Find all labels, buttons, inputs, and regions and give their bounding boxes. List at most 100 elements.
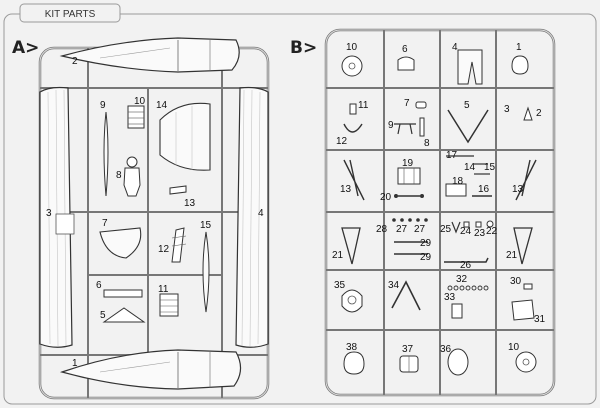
part-number: 29 (420, 238, 432, 249)
part-number: 1 (72, 358, 78, 369)
part-number: 2 (536, 108, 542, 119)
part-b26-rod (444, 257, 489, 263)
part-number: 4 (452, 42, 458, 53)
part-b12-clip (343, 123, 363, 133)
part-a13-bracket (169, 185, 187, 195)
part-number: 13 (184, 198, 196, 209)
part-number: 3 (46, 208, 52, 219)
part-number: 15 (484, 162, 496, 173)
part-b27-28-small-pegs (392, 218, 428, 222)
part-number: 5 (100, 310, 106, 321)
part-number: 11 (358, 100, 369, 111)
part-number: 38 (346, 342, 358, 353)
part-b6-cap (397, 56, 415, 71)
part-number: 26 (460, 260, 472, 271)
part-b10-wheel-2 (515, 351, 537, 373)
part-number: 32 (456, 274, 468, 285)
part-b36-egg (447, 348, 469, 376)
part-number: 28 (376, 224, 388, 235)
part-number: 8 (424, 138, 430, 149)
part-number: 24 (460, 226, 472, 237)
part-number: 10 (134, 96, 146, 107)
part-number: 16 (478, 184, 490, 195)
part-b8-rod (419, 117, 425, 137)
part-b13-strut-2 (515, 159, 537, 201)
part-b18-bracket (445, 183, 467, 197)
part-number: 12 (336, 136, 348, 147)
part-a14-panel (159, 102, 211, 171)
part-number: 13 (340, 184, 352, 195)
part-b9-stand (394, 123, 416, 135)
part-b19-frame (397, 167, 421, 185)
part-a8-pilot-body (123, 167, 141, 197)
part-number: 27 (396, 224, 408, 235)
sprue-a: A> (12, 37, 270, 400)
part-number: 13 (512, 184, 524, 195)
part-number: 8 (116, 170, 122, 181)
part-a1-fuselage-half (59, 349, 242, 390)
part-number: 6 (96, 280, 102, 291)
part-b13-strut (343, 159, 365, 201)
part-a7-seat (99, 227, 142, 259)
part-a4-wing (235, 86, 269, 348)
part-b31-panel (511, 299, 535, 321)
page-title: KIT PARTS (45, 9, 96, 20)
part-number: 7 (404, 98, 410, 109)
part-number: 3 (504, 104, 510, 115)
part-a2-fuselage-half (59, 37, 240, 73)
part-number: 14 (156, 100, 168, 111)
part-number: 27 (414, 224, 426, 235)
part-number: 6 (402, 44, 408, 55)
part-number: 15 (200, 220, 212, 231)
part-number: 25 (440, 224, 452, 235)
part-number: 9 (388, 120, 394, 131)
part-a8-pilot-head (126, 156, 138, 168)
part-b21-strut (341, 227, 361, 265)
part-a15-propeller (202, 231, 210, 313)
part-b21-strut-2 (513, 227, 533, 265)
part-b33-block (451, 303, 463, 319)
part-number: 33 (444, 292, 456, 303)
part-b11-peg (349, 103, 357, 115)
part-b23-peg (475, 221, 482, 228)
part-b38-bulb (343, 351, 365, 375)
part-b32-chain (447, 285, 489, 291)
part-number: 31 (534, 314, 546, 325)
sprue-b-label: B> (290, 38, 317, 58)
part-number: 9 (100, 100, 106, 111)
part-number: 2 (72, 56, 78, 67)
part-b25-fork (451, 221, 461, 234)
part-b10-wheel (341, 55, 363, 77)
part-number: 17 (446, 150, 458, 161)
part-a11-grille (159, 293, 179, 317)
part-number: 14 (464, 162, 476, 173)
part-number: 19 (402, 158, 414, 169)
part-number: 30 (510, 276, 522, 287)
part-a10-grille (127, 105, 145, 129)
part-a6-panel (103, 289, 143, 298)
part-number: 5 (464, 100, 470, 111)
part-b35-cowl (341, 289, 363, 313)
part-number: 7 (102, 218, 108, 229)
part-number: 21 (506, 250, 518, 261)
part-number: 4 (258, 208, 264, 219)
outer-frame (3, 13, 597, 405)
title-tab (19, 3, 121, 23)
part-number: 18 (452, 176, 464, 187)
part-number: 10 (508, 342, 520, 353)
part-number: 29 (420, 252, 432, 263)
part-number: 37 (402, 344, 414, 355)
part-number: 22 (486, 226, 498, 237)
part-number: 20 (380, 192, 392, 203)
part-b30-peg (523, 283, 533, 290)
part-a5-cowl (102, 307, 146, 323)
part-number: 10 (346, 42, 358, 53)
part-b24-peg (463, 221, 470, 228)
part-b1-bulb (511, 55, 529, 75)
part-b3-spike (523, 106, 533, 121)
part-b22-knob (486, 220, 494, 228)
part-b4-frame (457, 49, 483, 85)
part-number: 12 (158, 244, 170, 255)
part-b7-pin (415, 101, 427, 109)
